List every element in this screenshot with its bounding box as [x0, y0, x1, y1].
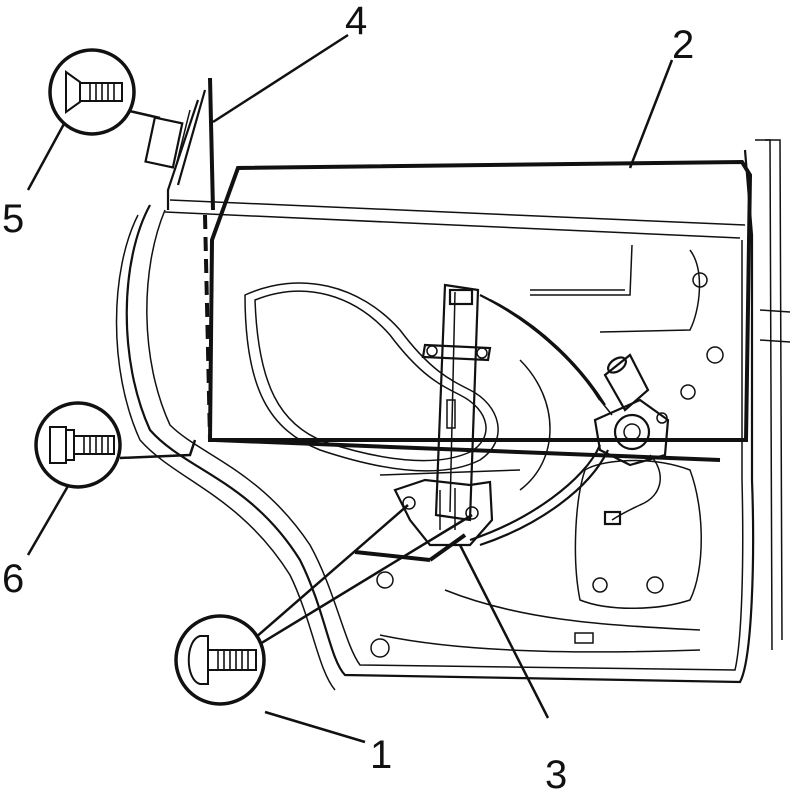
window-regulator [393, 283, 609, 547]
door-window-glass [203, 77, 753, 462]
window-regulator-motor [593, 353, 670, 526]
lower-glass-channel [354, 469, 521, 562]
callout-2: 2 [672, 23, 694, 67]
callout-labels: 1 2 3 4 5 6 [2, 0, 694, 792]
fastener-1-detail [174, 614, 266, 706]
callout-3: 3 [545, 753, 567, 792]
countersunk-bolt-icon [65, 70, 123, 114]
rear-glass-run-channel [144, 89, 207, 210]
callout-1: 1 [370, 733, 392, 777]
callout-6: 6 [2, 557, 24, 601]
leader-lines [26, 33, 674, 744]
round-head-bolt-icon [187, 635, 257, 685]
door-shell [115, 139, 790, 691]
hex-flange-bolt-icon [49, 426, 115, 464]
fastener-6-detail [34, 401, 122, 489]
callout-4: 4 [345, 0, 367, 43]
callout-5: 5 [2, 197, 24, 241]
fastener-5-detail [48, 48, 136, 136]
